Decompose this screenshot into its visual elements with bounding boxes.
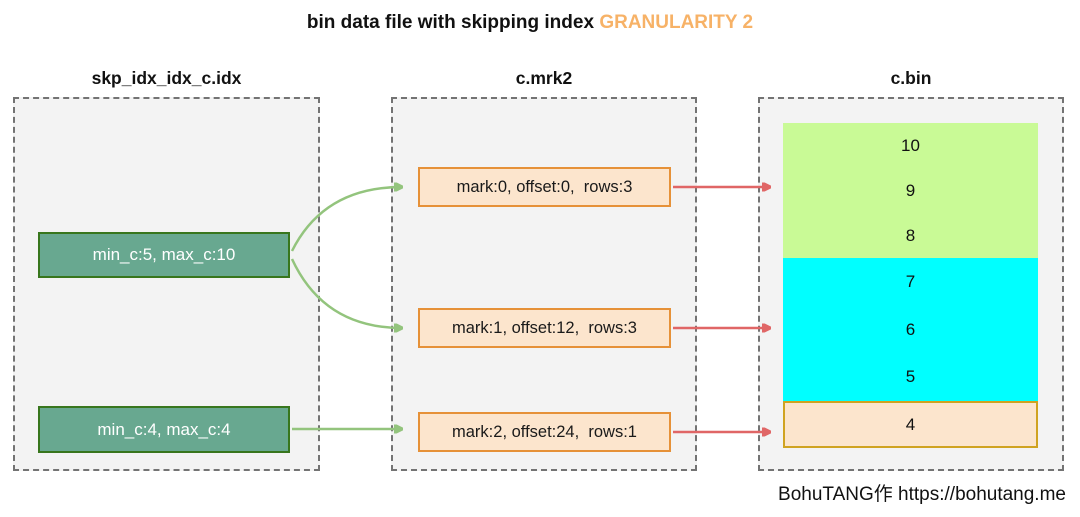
bin-row-value: 10	[901, 135, 920, 155]
bin-granule-block-orange: 4	[783, 401, 1038, 448]
index-entry-min4-max4: min_c:4, max_c:4	[38, 406, 290, 453]
author-credit: BohuTANG作 https://bohutang.me	[778, 484, 1066, 505]
mrk-column-panel	[391, 97, 697, 471]
bin-granule-block-cyan: 7 6 5	[783, 258, 1038, 401]
bin-row-value: 9	[905, 180, 916, 200]
index-entry-min5-max10: min_c:5, max_c:10	[38, 232, 290, 278]
bin-row-value: 5	[905, 367, 916, 387]
bin-column-header: c.bin	[890, 68, 932, 88]
mark-entry-0: mark:0, offset:0, rows:3	[418, 167, 671, 207]
mark-entry-1: mark:1, offset:12, rows:3	[418, 308, 671, 348]
bin-granule-block-green: 10 9 8	[783, 123, 1038, 258]
bin-row-value: 4	[905, 414, 916, 434]
idx-column-header: skp_idx_idx_c.idx	[91, 68, 242, 88]
diagram-title-granularity: GRANULARITY 2	[599, 12, 754, 33]
diagram-title-main: bin data file with skipping index	[306, 12, 600, 33]
mark-entry-2: mark:2, offset:24, rows:1	[418, 412, 671, 452]
bin-row-value: 6	[905, 319, 916, 339]
mrk-column-header: c.mrk2	[515, 68, 573, 88]
bin-row-value: 7	[905, 271, 916, 291]
diagram-title: bin data file with skipping index GRANUL…	[0, 12, 1060, 34]
bin-row-value: 8	[905, 225, 916, 245]
